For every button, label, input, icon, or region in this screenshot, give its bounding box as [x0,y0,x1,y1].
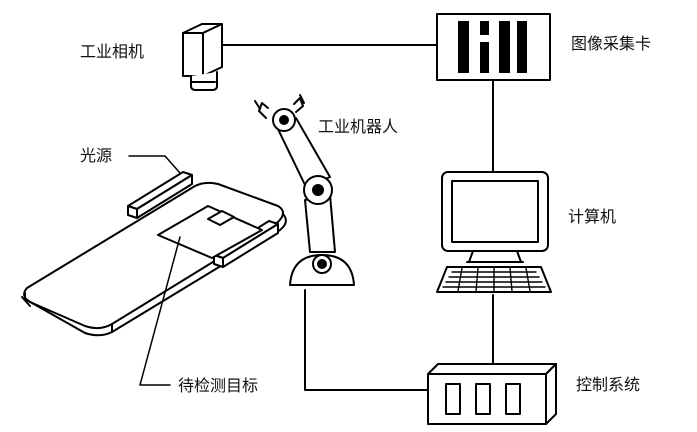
target-pointer [139,236,181,386]
computer-label: 计算机 [568,207,617,226]
target-label: 待检测目标 [178,376,259,395]
robot-to-controller-line [304,289,429,391]
computer-monitor-icon [441,171,549,263]
robot-label: 工业机器人 [318,117,399,136]
keyboard-icon [436,266,552,293]
robot-icon [254,94,355,286]
controller-label: 控制系统 [576,375,641,394]
light-source-label: 光源 [80,146,113,165]
light-source-pointer-diag [164,155,181,174]
target-object-icon [157,205,263,259]
capture-card-label: 图像采集卡 [571,34,652,53]
camera-icon [182,23,223,91]
capture-card-icon [436,13,551,81]
controller-icon [427,363,557,425]
camera-label: 工业相机 [80,42,145,61]
light-source-left-icon [127,171,193,219]
